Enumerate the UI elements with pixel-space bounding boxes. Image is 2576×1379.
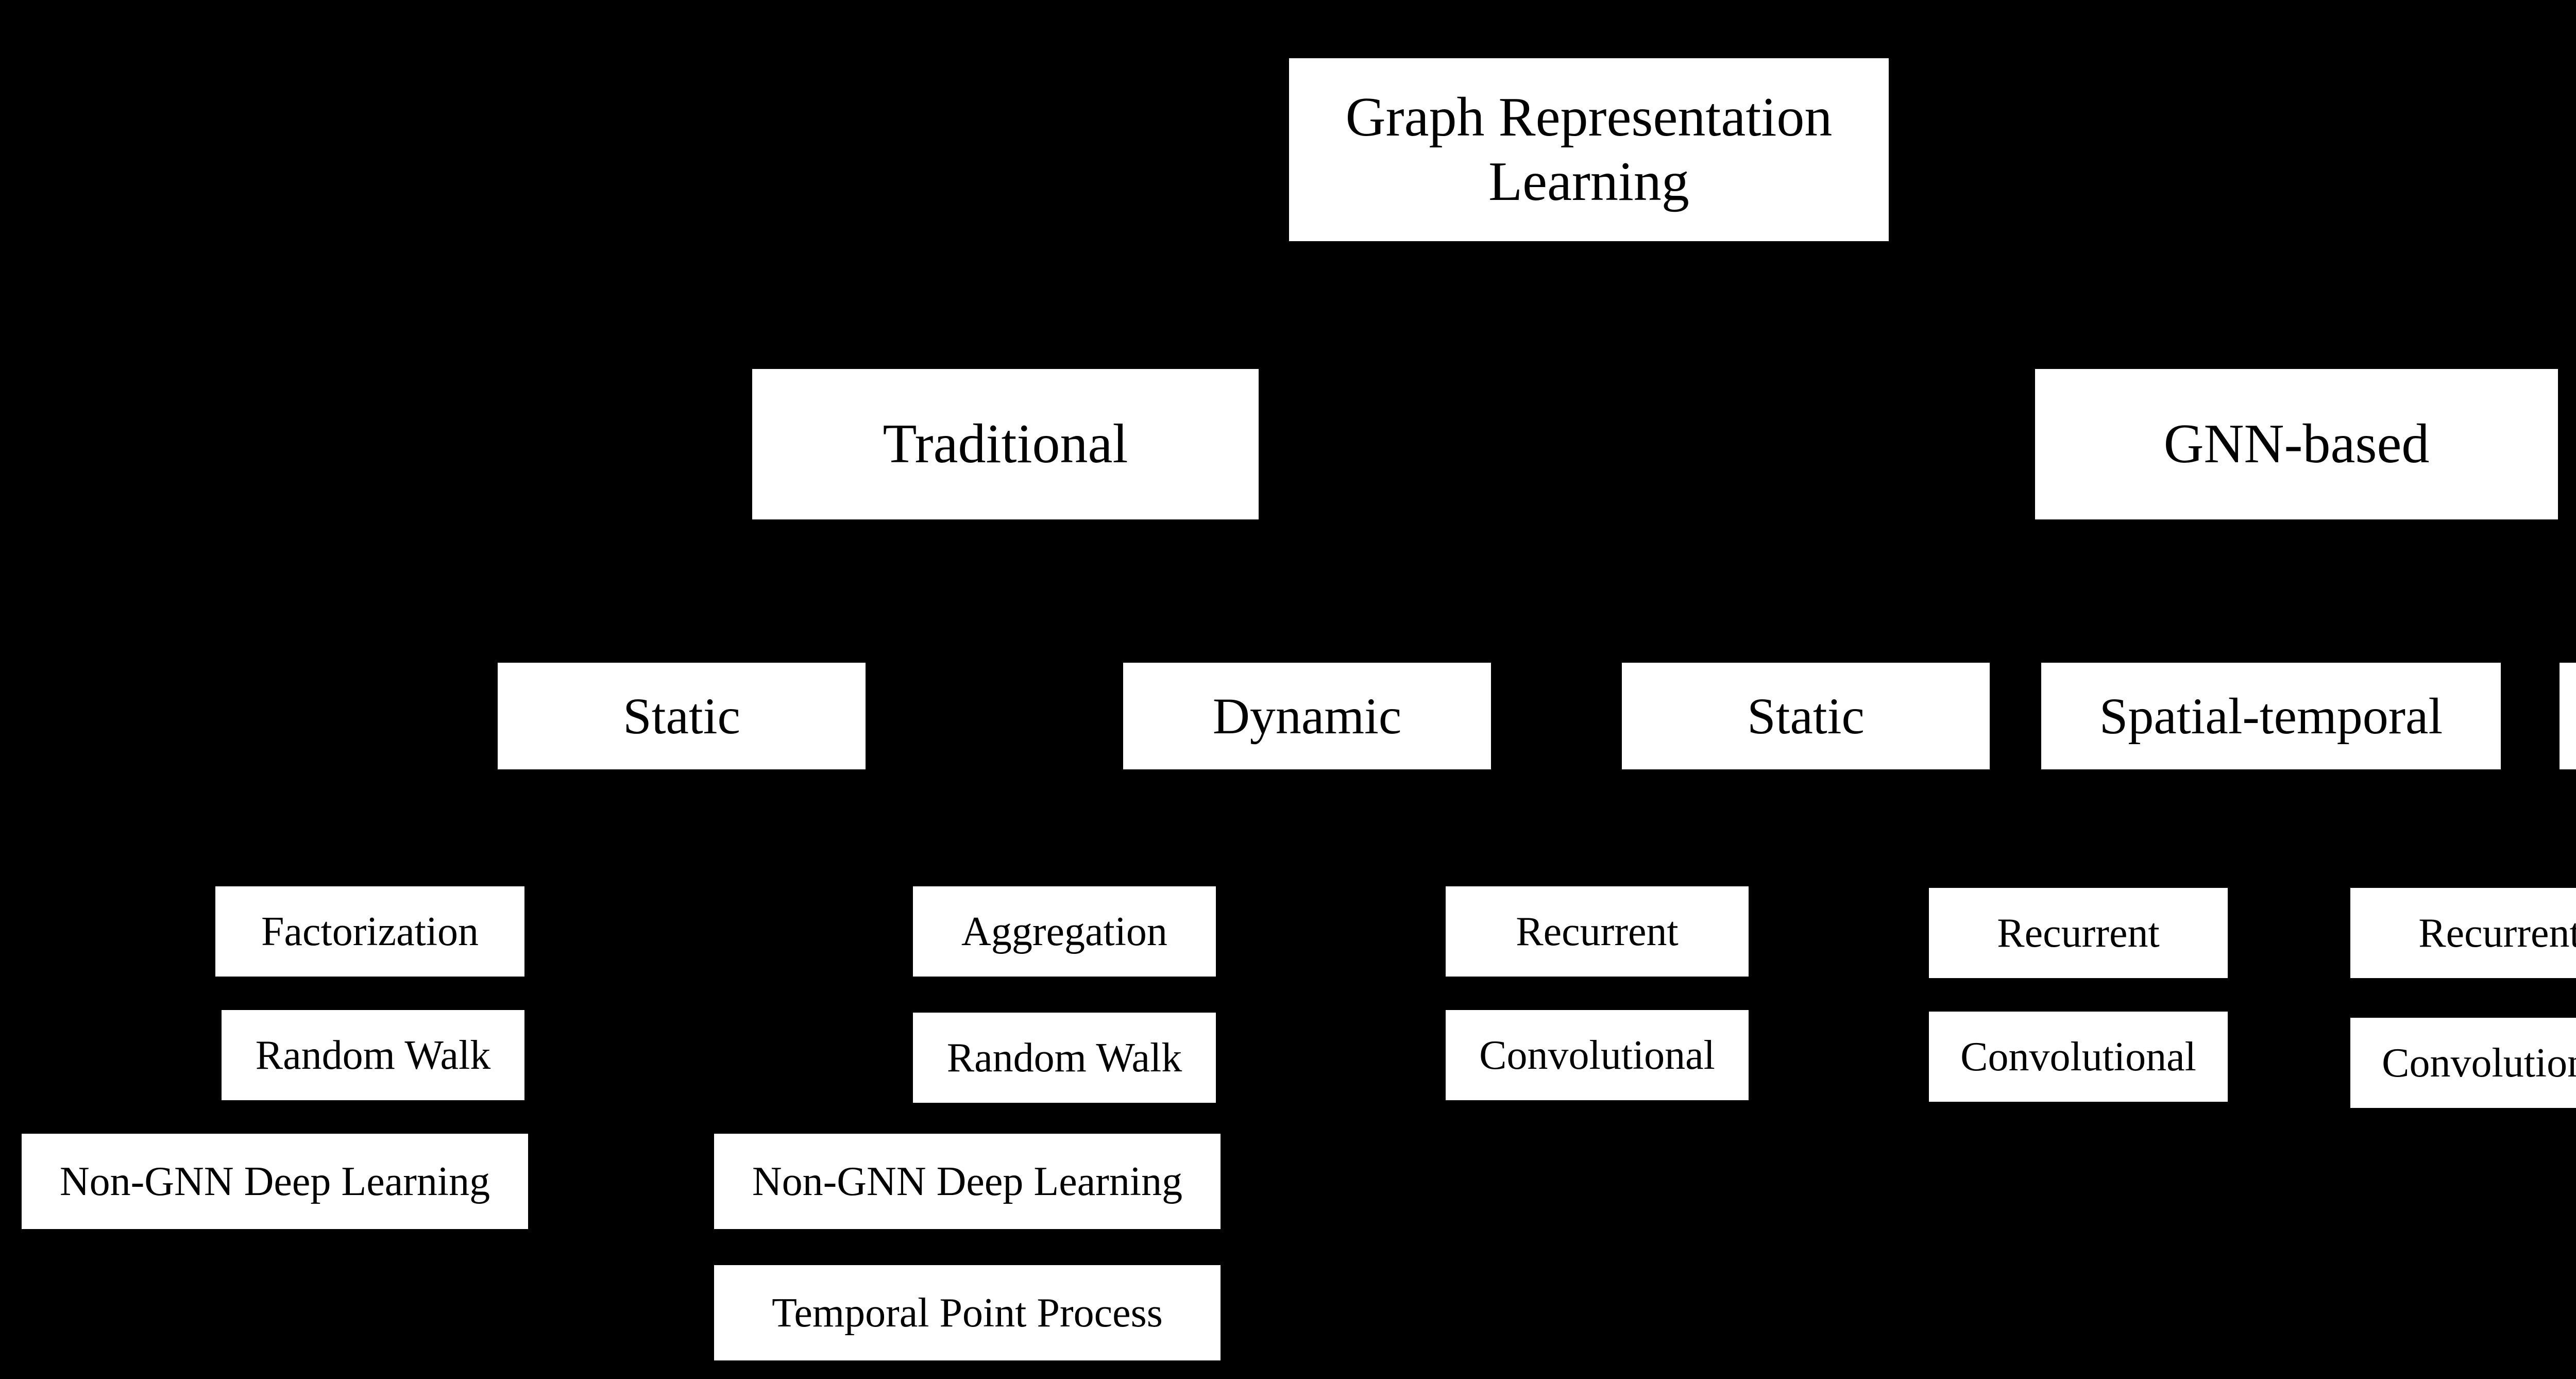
leaf-traditional-static-non-gnn-deep-learning: Non-GNN Deep Learning [22, 1134, 528, 1229]
node-gnn-dynamic: Dynamic [2560, 663, 2576, 769]
leaf-traditional-dynamic-temporal-point-process: Temporal Point Process [714, 1265, 1221, 1360]
leaf-gnn-dynamic-recurrent: Recurrent [2350, 888, 2576, 978]
leaf-traditional-static-random-walk: Random Walk [222, 1010, 524, 1100]
leaf-traditional-dynamic-random-walk: Random Walk [913, 1013, 1216, 1103]
node-traditional: Traditional [752, 369, 1259, 519]
leaf-gnn-spatial-temporal-convolutional: Convolutional [1929, 1012, 2228, 1102]
leaf-gnn-spatial-temporal-recurrent: Recurrent [1929, 888, 2228, 978]
node-gnn-static: Static [1622, 663, 1990, 769]
leaf-traditional-static-factorization: Factorization [215, 886, 524, 977]
node-traditional-static: Static [498, 663, 866, 769]
leaf-traditional-dynamic-aggregation: Aggregation [913, 886, 1216, 977]
node-root-graph-representation-learning: Graph Representation Learning [1289, 58, 1889, 241]
node-gnn-spatial-temporal: Spatial-temporal [2041, 663, 2501, 769]
leaf-gnn-static-recurrent: Recurrent [1446, 886, 1749, 977]
node-traditional-dynamic: Dynamic [1123, 663, 1491, 769]
leaf-gnn-dynamic-convolutional: Convolutional [2350, 1018, 2576, 1108]
leaf-gnn-static-convolutional: Convolutional [1446, 1010, 1749, 1100]
node-gnn-based: GNN-based [2035, 369, 2558, 519]
leaf-traditional-dynamic-non-gnn-deep-learning: Non-GNN Deep Learning [714, 1134, 1221, 1229]
